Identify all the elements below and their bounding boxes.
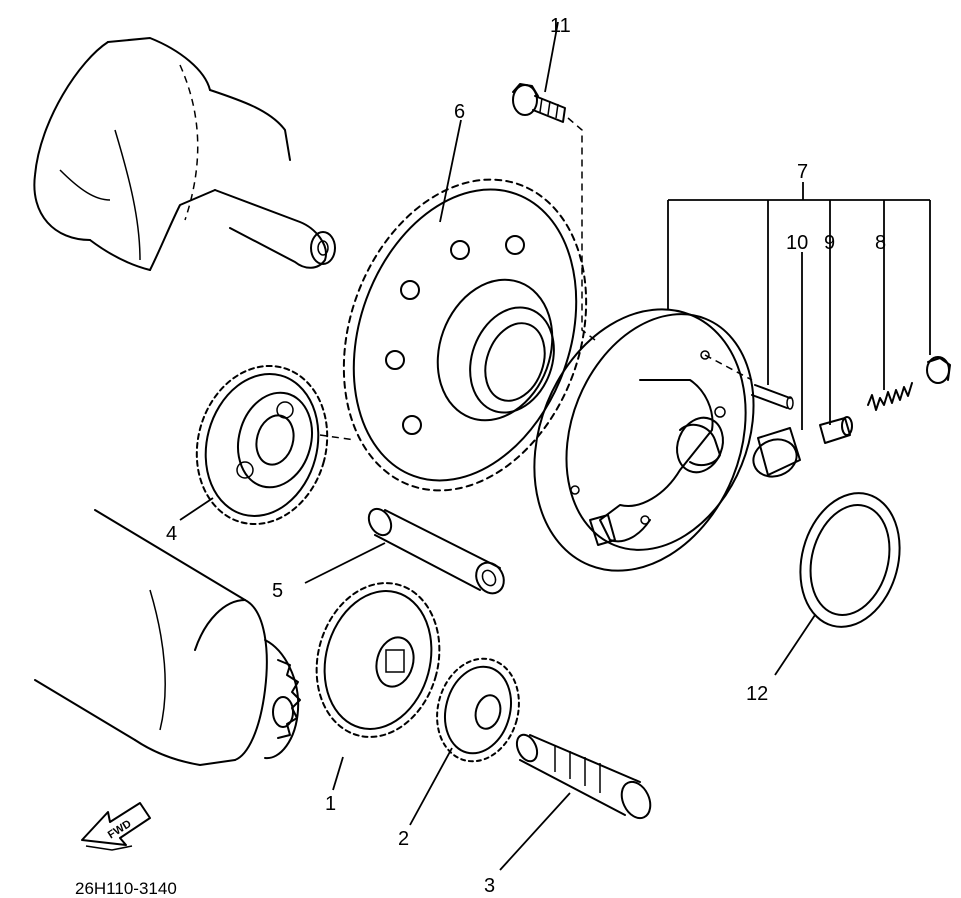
part-label-12: 12 (746, 683, 768, 705)
spring-cap-illustration (926, 356, 951, 384)
part-label-11: 11 (550, 15, 571, 37)
roller-illustration (752, 427, 801, 478)
part-label-4: 4 (166, 523, 177, 545)
part-label-7: 7 (797, 161, 808, 183)
part-label-5: 5 (272, 580, 283, 602)
part-label-6: 6 (454, 101, 465, 123)
splined-shaft-illustration (515, 733, 652, 820)
washer-illustration (799, 492, 901, 628)
starter-clutch-illustration (533, 308, 755, 572)
pin-illustration (367, 507, 505, 595)
part-label-9: 9 (824, 232, 835, 254)
fwd-arrow-icon: FWD (81, 802, 151, 851)
spring-illustration (867, 382, 913, 411)
part-label-8: 8 (875, 232, 886, 254)
plunger-illustration (819, 416, 853, 444)
gear-large-illustration (342, 178, 588, 492)
shaft-illustration (34, 509, 301, 766)
part-label-1: 1 (325, 793, 336, 815)
part-label-3: 3 (484, 875, 495, 897)
idler-gear-illustration (195, 364, 329, 526)
alignment-line (319, 434, 356, 441)
diagram-code: 26H110-3140 (75, 879, 177, 898)
dowel-pin-illustration (704, 354, 794, 410)
part-label-10: 10 (786, 232, 808, 254)
bolt-illustration (512, 83, 596, 341)
gear-2-illustration (436, 657, 520, 763)
part-label-2: 2 (398, 828, 409, 850)
gear-1-illustration (315, 582, 441, 738)
leader-lines (179, 21, 931, 871)
crankshaft-illustration (33, 37, 336, 271)
